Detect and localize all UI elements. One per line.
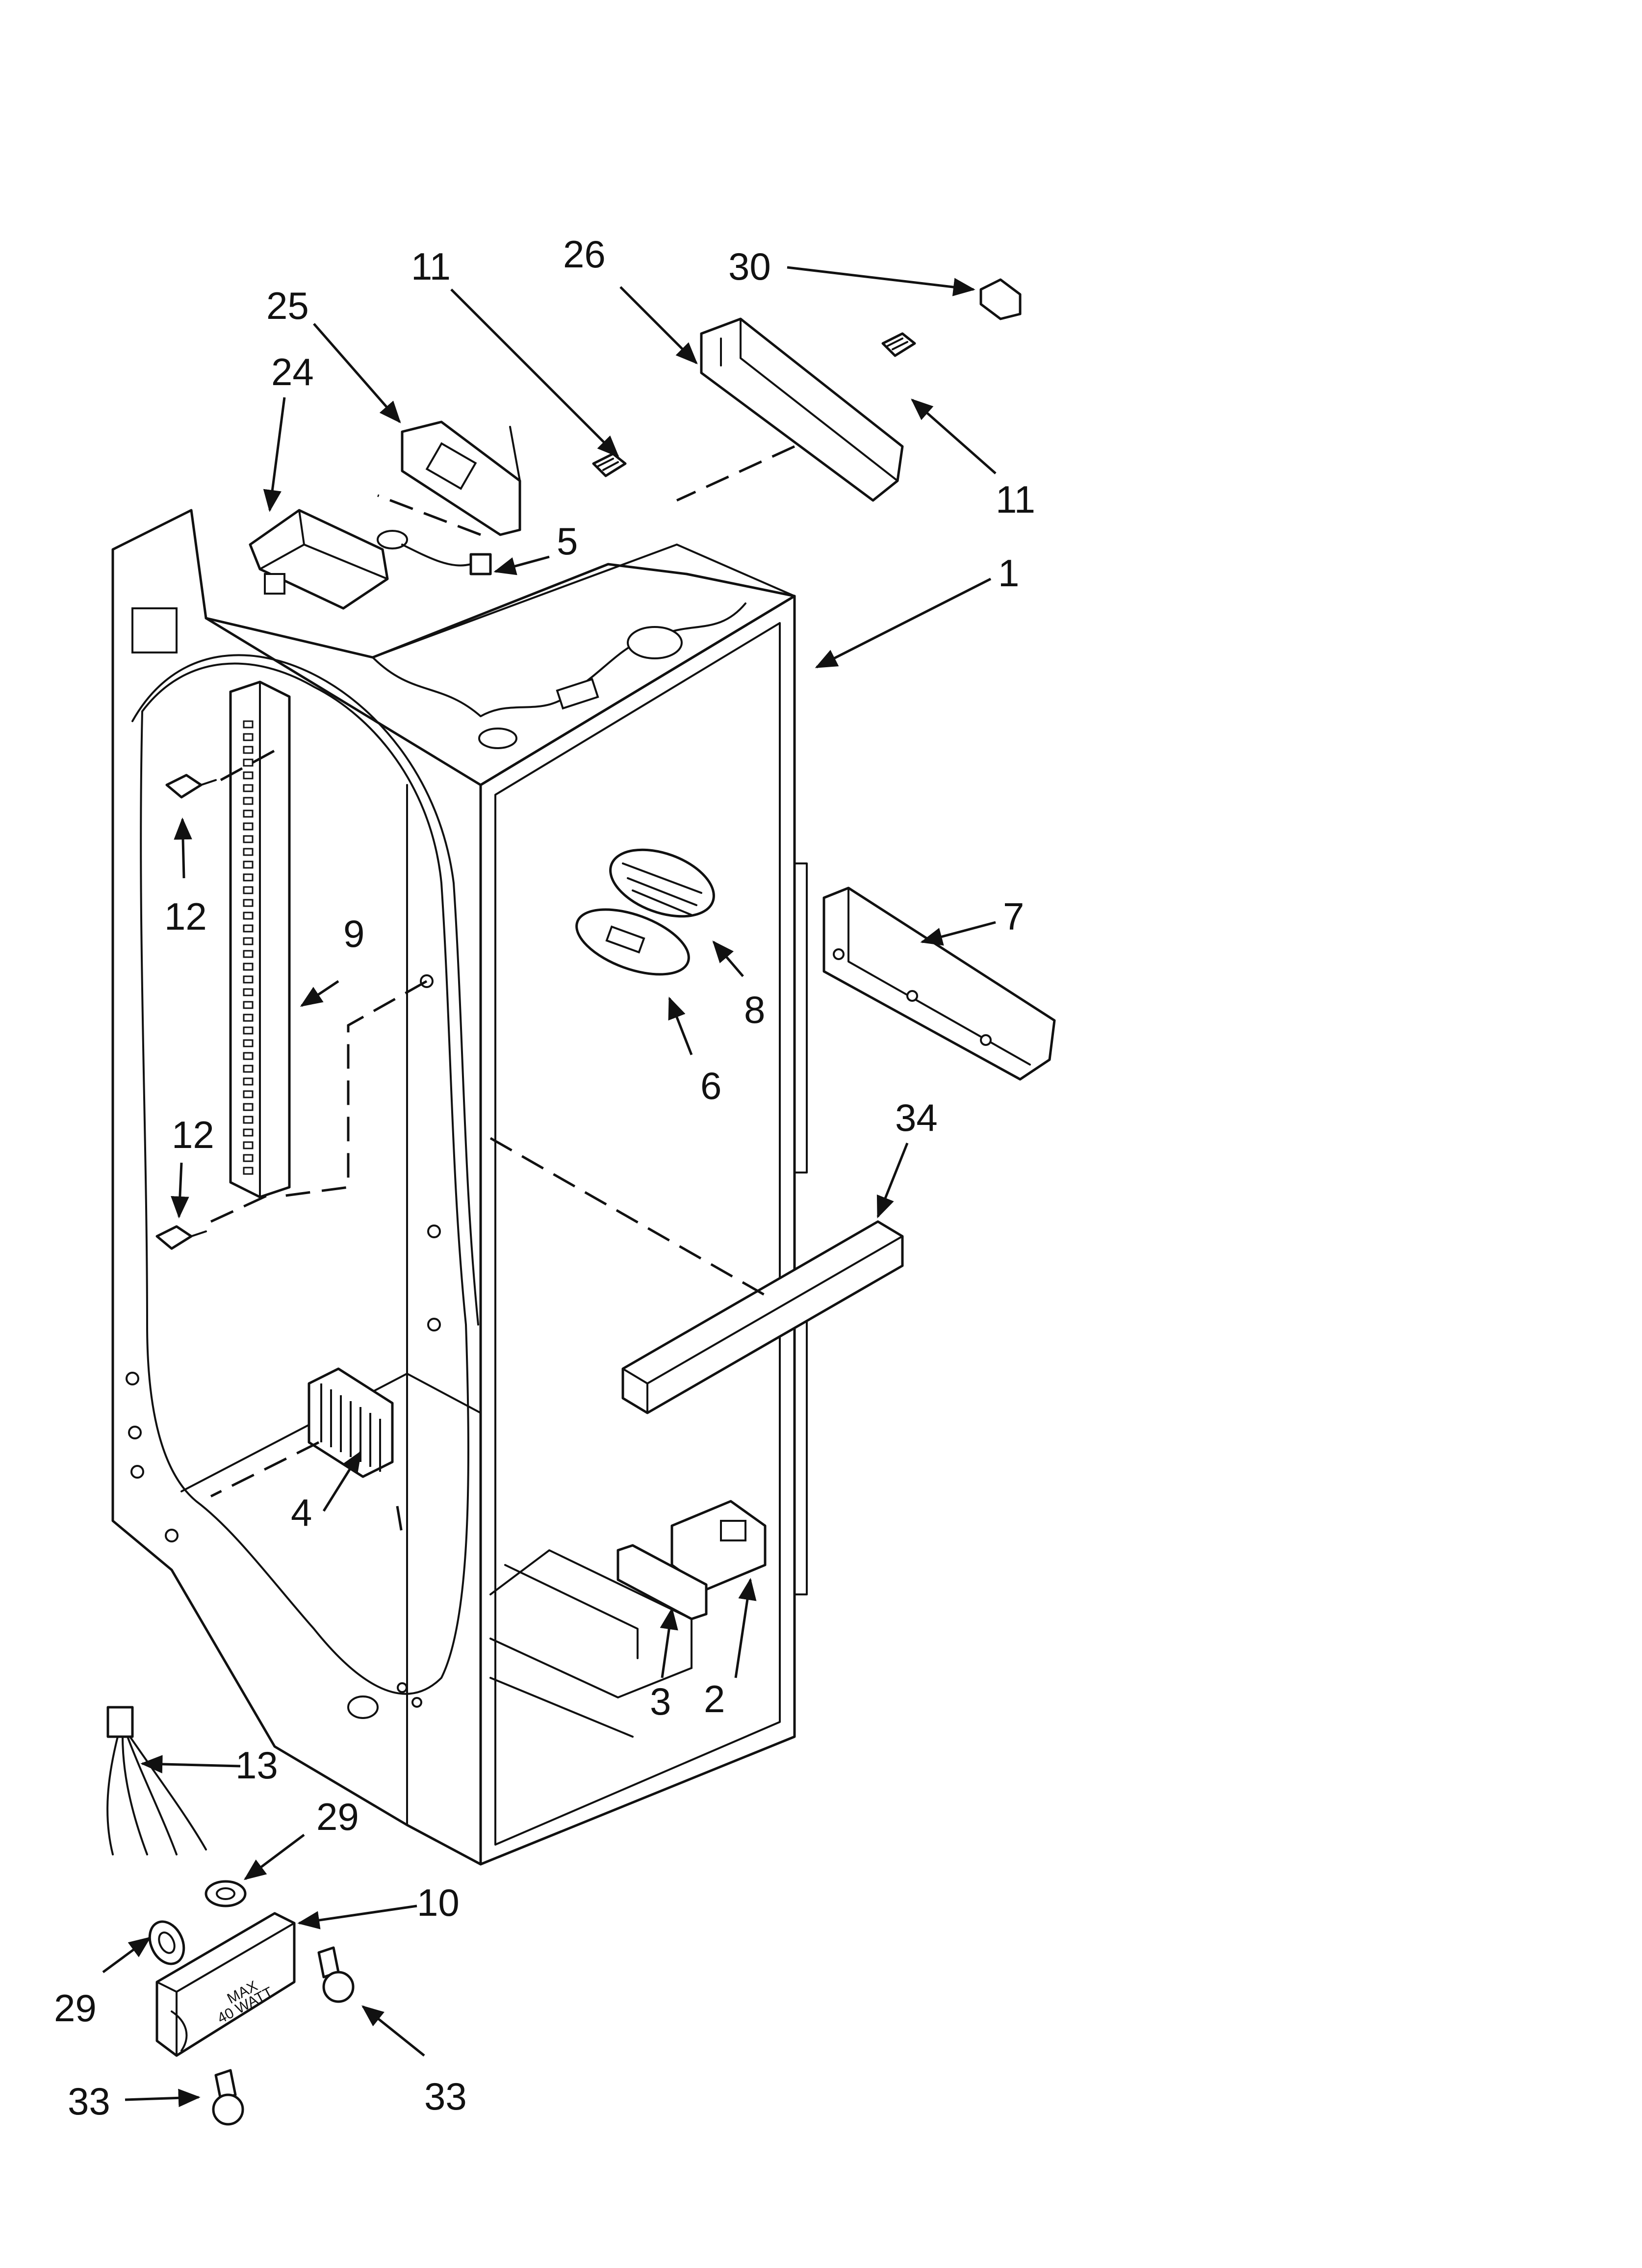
control-housing-part-24 — [249, 509, 389, 610]
rail-slot — [243, 975, 254, 984]
callout-30: 30 — [728, 245, 771, 288]
refrigerator-liner — [111, 509, 808, 1866]
callout-1: 1 — [998, 551, 1019, 595]
rail-slot — [243, 848, 254, 856]
vent-part-8 — [609, 848, 715, 918]
callout-8: 8 — [744, 988, 765, 1031]
callout-29-lower: 29 — [54, 1986, 97, 2030]
vent-part-6 — [575, 908, 690, 976]
callout-12-top: 12 — [164, 895, 207, 938]
control-bracket-part-25 — [401, 420, 521, 536]
rail-slot — [243, 809, 254, 818]
bracket-part-3 — [616, 1544, 708, 1620]
callout-10: 10 — [417, 1881, 460, 1924]
rail-slot — [243, 1090, 254, 1098]
rail-slot — [243, 758, 254, 767]
callout-5: 5 — [557, 520, 578, 563]
callout-26: 26 — [563, 233, 606, 276]
rail-slot — [243, 822, 254, 831]
rail-slot — [243, 746, 254, 754]
rail-slot — [243, 797, 254, 805]
shelf-rail — [229, 680, 291, 1199]
callout-9: 9 — [343, 912, 364, 955]
callout-13: 13 — [235, 1744, 278, 1787]
callout-3: 3 — [650, 1680, 671, 1723]
callout-labels: 1 2 3 4 5 6 7 8 9 10 11 11 12 12 13 24 2… — [54, 233, 1035, 2123]
screw-part-11-left — [592, 452, 627, 477]
rail-slot — [243, 873, 254, 882]
rail-slot — [243, 784, 254, 792]
socket-part-29-lower — [148, 1920, 185, 1965]
callout-11-top: 11 — [411, 245, 451, 288]
rail-slot — [243, 1103, 254, 1111]
rail-slot — [243, 963, 254, 971]
rail-slot — [243, 937, 254, 945]
rail-slot — [243, 720, 254, 729]
rail-slot — [243, 1116, 254, 1124]
callout-6: 6 — [700, 1064, 721, 1107]
rail-slot — [243, 912, 254, 920]
callout-29-upper: 29 — [316, 1795, 359, 1838]
callout-4: 4 — [291, 1491, 312, 1534]
callout-34: 34 — [895, 1096, 938, 1139]
rail-slot — [243, 1141, 254, 1149]
rail-slot — [243, 886, 254, 894]
screw-part-11-right — [881, 332, 916, 357]
rail-slot — [243, 835, 254, 843]
callout-11-right: 11 — [996, 478, 1035, 521]
bulb-part-33-right — [317, 1946, 355, 2003]
socket-part-29-upper — [205, 1880, 247, 1907]
rail-slot — [243, 1077, 254, 1086]
clip-part-30 — [979, 278, 1022, 320]
rail-slot — [243, 733, 254, 741]
rail-slot — [243, 1167, 254, 1175]
callout-24: 24 — [271, 350, 314, 393]
top-cover-part-26 — [700, 317, 904, 502]
rail-slot — [243, 1052, 254, 1060]
rail-slot — [243, 924, 254, 933]
cross-brace-part-34 — [621, 1220, 904, 1414]
bulb-part-33-left — [212, 2069, 244, 2126]
callout-25: 25 — [266, 284, 309, 327]
rail-slot — [243, 899, 254, 907]
alignment-lines — [210, 445, 795, 1536]
rail-slot — [243, 860, 254, 869]
rail-slot — [243, 1014, 254, 1022]
callout-33-right: 33 — [424, 2075, 467, 2118]
leader-arrows — [102, 266, 997, 2108]
bracket-part-2 — [670, 1500, 767, 1591]
callout-2: 2 — [704, 1677, 725, 1721]
screw-part-12-bottom — [155, 1225, 207, 1250]
rail-slot — [243, 1001, 254, 1009]
rail-slot — [243, 950, 254, 958]
bracket-part-7 — [822, 886, 1056, 1081]
vent-grille-part-4 — [308, 1367, 394, 1478]
rail-slot — [243, 1039, 254, 1047]
screw-part-12-top — [165, 774, 217, 799]
rail-slot — [243, 1154, 254, 1162]
callout-12-bottom: 12 — [172, 1113, 214, 1156]
rail-slot — [243, 771, 254, 780]
wire-harness-part-13 — [106, 1706, 207, 1855]
rail-slot — [243, 1128, 254, 1137]
callout-33-left: 33 — [68, 2080, 110, 2123]
rail-slot — [243, 988, 254, 996]
callout-7: 7 — [1003, 895, 1024, 938]
rail-slot — [243, 1026, 254, 1035]
sensor-part-5 — [377, 530, 492, 575]
rail-slot — [243, 1065, 254, 1073]
